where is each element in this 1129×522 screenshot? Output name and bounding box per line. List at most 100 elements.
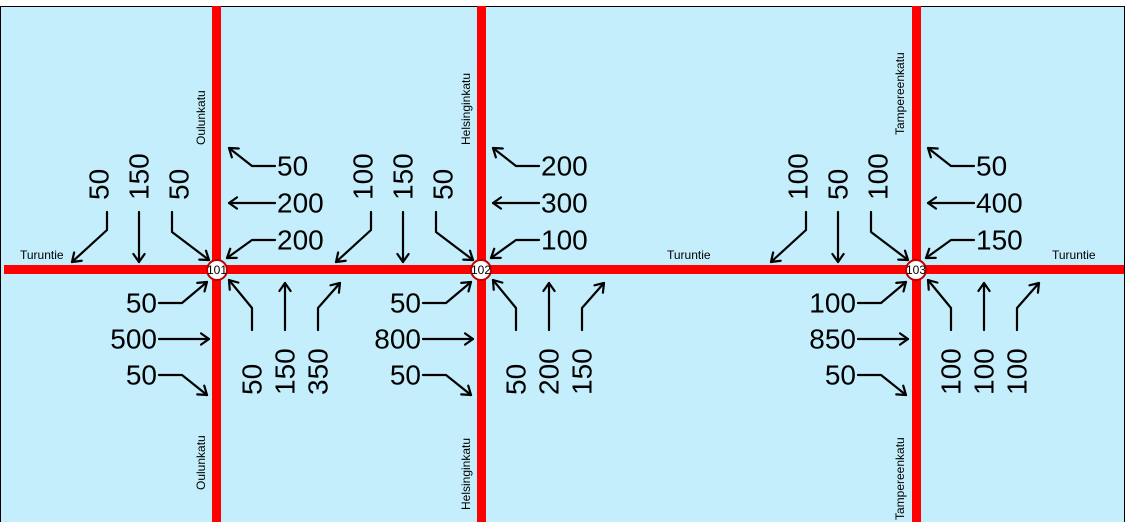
arrow-head bbox=[1028, 281, 1041, 294]
arrow-head bbox=[926, 278, 939, 291]
arrow-shaft bbox=[70, 210, 109, 264]
arrow-head bbox=[198, 249, 211, 262]
flow-103-south-right: 100 bbox=[1002, 281, 1041, 395]
flow-value: 100 bbox=[348, 153, 379, 200]
arrow-head bbox=[227, 278, 240, 291]
flow-value: 150 bbox=[270, 348, 301, 395]
arrow-shaft bbox=[434, 210, 475, 262]
flow-value: 100 bbox=[809, 288, 856, 319]
node-102[interactable]: 102 bbox=[470, 259, 492, 281]
flow-value: 50 bbox=[126, 360, 157, 391]
flow-value: 50 bbox=[277, 151, 308, 182]
flow-value: 200 bbox=[534, 348, 565, 395]
arrow-shaft bbox=[489, 238, 541, 260]
street-label-helsinginkatu-north: Helsinginkatu bbox=[459, 73, 473, 145]
flow-value: 500 bbox=[110, 324, 157, 355]
arrow-shaft bbox=[856, 373, 908, 397]
arrow-head bbox=[462, 249, 475, 262]
flow-value: 50 bbox=[237, 364, 268, 395]
arrow-shaft bbox=[421, 373, 473, 397]
arrow-head bbox=[278, 281, 292, 293]
flow-value: 200 bbox=[541, 151, 588, 182]
arrow-head bbox=[227, 196, 239, 210]
street-label-oulunkatu-north: Oulunkatu bbox=[194, 90, 208, 145]
arrow-head bbox=[225, 247, 238, 260]
flow-value: 400 bbox=[976, 188, 1023, 219]
flow-value: 800 bbox=[374, 324, 421, 355]
arrow-head bbox=[491, 146, 504, 159]
arrow-head bbox=[489, 247, 502, 260]
flow-value: 150 bbox=[567, 348, 598, 395]
arrow-head bbox=[924, 247, 937, 260]
flow-103-north-left: 100 bbox=[769, 153, 814, 264]
flow-101-south-through: 150 bbox=[270, 281, 301, 395]
flow-102-west-left: 50 bbox=[390, 280, 473, 319]
node-label: 102 bbox=[471, 263, 491, 277]
flow-101-north-through: 150 bbox=[124, 153, 155, 264]
street-label-turuntie-east: Turuntie bbox=[1052, 248, 1096, 262]
node-label: 103 bbox=[906, 263, 926, 277]
arrow-shaft bbox=[926, 146, 976, 168]
arrow-head bbox=[895, 384, 908, 397]
arrow-head bbox=[199, 332, 211, 346]
flow-102-south-right: 150 bbox=[567, 281, 606, 395]
arrow-shaft bbox=[1015, 281, 1041, 332]
arrow-head bbox=[396, 252, 410, 264]
flow-value: 50 bbox=[501, 364, 532, 395]
arrow-head bbox=[70, 251, 83, 264]
road-turuntie bbox=[4, 265, 1124, 274]
arrow-head bbox=[897, 249, 910, 262]
arrow-shaft bbox=[157, 280, 209, 305]
arrow-head bbox=[831, 252, 845, 264]
node-circle bbox=[470, 259, 492, 281]
flow-value: 100 bbox=[936, 348, 967, 395]
flow-103-east-right: 150 bbox=[924, 225, 1023, 260]
flow-value: 50 bbox=[823, 169, 854, 200]
flow-value: 100 bbox=[541, 225, 588, 256]
street-label-turuntie-middle: Turuntie bbox=[667, 248, 711, 262]
arrow-head bbox=[542, 281, 556, 293]
street-label-turuntie-west: Turuntie bbox=[20, 248, 64, 262]
node-circle bbox=[905, 259, 927, 281]
arrow-head bbox=[491, 196, 503, 210]
flow-101-west-left: 50 bbox=[126, 280, 209, 319]
arrow-shaft bbox=[170, 210, 211, 262]
flow-101-north-left: 50 bbox=[70, 169, 115, 264]
flow-value: 50 bbox=[126, 288, 157, 319]
flow-102-north-through: 150 bbox=[388, 153, 419, 264]
flow-102-west-right: 50 bbox=[390, 360, 473, 397]
node-103[interactable]: 103 bbox=[905, 259, 927, 281]
arrow-shaft bbox=[491, 146, 541, 168]
arrow-shaft bbox=[926, 278, 953, 332]
node-101[interactable]: 101 bbox=[206, 259, 228, 281]
street-label-oulunkatu-south: Oulunkatu bbox=[194, 435, 208, 490]
flow-value: 100 bbox=[1002, 348, 1033, 395]
arrow-head bbox=[895, 280, 908, 293]
arrow-head bbox=[491, 278, 504, 291]
flow-101-east-left: 50 bbox=[227, 146, 308, 182]
arrow-head bbox=[463, 332, 475, 346]
flow-101-south-right: 350 bbox=[303, 281, 342, 395]
node-label: 101 bbox=[207, 263, 227, 277]
flow-value: 50 bbox=[390, 288, 421, 319]
flow-value: 150 bbox=[388, 153, 419, 200]
flow-103-north-through: 50 bbox=[823, 169, 854, 264]
arrow-shaft bbox=[227, 146, 277, 168]
arrow-shaft bbox=[869, 210, 910, 262]
flow-value: 200 bbox=[277, 225, 324, 256]
street-label-tampereenkatu-south: Tampereenkatu bbox=[893, 437, 907, 520]
flow-value: 50 bbox=[164, 169, 195, 200]
flow-value: 100 bbox=[969, 348, 1000, 395]
flow-103-west-left: 100 bbox=[809, 280, 908, 319]
flow-value: 150 bbox=[976, 225, 1023, 256]
arrow-shaft bbox=[924, 238, 976, 260]
arrow-head bbox=[460, 280, 473, 293]
arrow-head bbox=[926, 146, 939, 159]
arrow-shaft bbox=[856, 280, 908, 305]
flow-value: 50 bbox=[825, 360, 856, 391]
arrow-head bbox=[196, 384, 209, 397]
flow-102-west-through: 800 bbox=[374, 324, 475, 355]
arrow-head bbox=[926, 196, 938, 210]
arrow-shaft bbox=[316, 281, 342, 332]
node-circle bbox=[206, 259, 228, 281]
